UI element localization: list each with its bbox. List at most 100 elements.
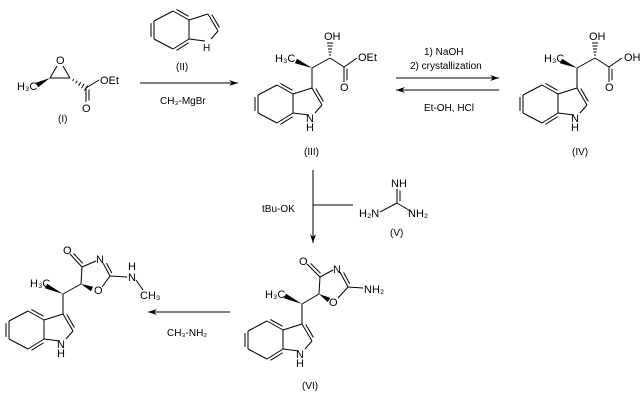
bond [276, 84, 294, 95]
atom-label: OH [589, 31, 606, 43]
atom-label: H₃C [275, 53, 295, 65]
bond [257, 84, 278, 96]
bond [608, 57, 623, 68]
bond [337, 286, 349, 299]
wedge-bond [283, 293, 302, 304]
wedge-bond [294, 58, 312, 68]
double-bond-line [31, 342, 44, 351]
double-bond-line [73, 253, 84, 264]
reagent-label-step2-line1: 1) NaOH [424, 47, 463, 58]
hashed-bond [327, 42, 333, 56]
bond [27, 338, 45, 350]
bond [81, 260, 97, 268]
bond [153, 10, 174, 22]
reagent-label-step2-line2: 2) crystallization [410, 61, 482, 72]
compound-label: (I) [58, 114, 67, 125]
bond [210, 30, 219, 40]
bond [109, 275, 128, 278]
compound-label: (IV) [572, 147, 588, 158]
bond [339, 271, 349, 288]
compound-vii: H₃C O N O N H CH₃ N H [30, 245, 160, 360]
bond [65, 330, 74, 340]
bond [396, 202, 413, 213]
reagent-label-step3: tBu-OK [262, 204, 295, 215]
atom-label: N [128, 272, 136, 284]
double-bond-line [31, 309, 44, 317]
atom-label: H₃C [265, 289, 285, 301]
bond [306, 263, 321, 278]
bond [319, 269, 334, 278]
bonds [5, 9, 623, 361]
atom-label: N [333, 264, 341, 276]
bond [207, 13, 219, 32]
bond [172, 38, 190, 50]
bond [266, 320, 284, 331]
double-bond-line [211, 14, 220, 28]
bond [188, 13, 209, 21]
bond [314, 104, 323, 114]
bond [304, 340, 313, 350]
atom-label: H₂N [359, 208, 379, 220]
atom-label: N [96, 254, 104, 266]
double-bond-line [315, 88, 324, 102]
bond [522, 112, 543, 124]
bond [257, 112, 278, 124]
bond [27, 310, 45, 321]
bond [8, 338, 29, 350]
atom-label: O [299, 256, 308, 268]
compound-label: (V) [390, 228, 403, 239]
bond [49, 65, 58, 79]
bond [576, 57, 596, 69]
arrow-head [396, 87, 405, 93]
bond [292, 112, 310, 116]
compound-ii: H (II) [176, 43, 210, 73]
compound-label: (VI) [302, 381, 318, 392]
atom-label: NH₂ [364, 284, 384, 296]
arrow-head [229, 80, 238, 86]
atom-label: H [203, 43, 210, 54]
bond [135, 279, 144, 291]
atom-label: H [57, 348, 65, 360]
atom-label: N [306, 113, 314, 125]
bond [80, 266, 83, 285]
wedge-bond [44, 283, 63, 294]
wedge-bond [319, 294, 331, 303]
bond [576, 87, 588, 106]
bond [579, 104, 588, 114]
bond [329, 57, 345, 68]
bond [594, 57, 610, 68]
double-bond-line [270, 319, 283, 327]
atom-label: H [571, 122, 579, 134]
hashed-bond [72, 78, 89, 91]
atom-label: OH [324, 31, 341, 43]
bond [247, 320, 268, 332]
double-bond-line [310, 263, 321, 274]
bond [62, 283, 82, 295]
double-bond-line [580, 88, 589, 102]
atom-label: N [571, 113, 579, 125]
double-bond-line [545, 83, 558, 91]
compound-iii: H₃C OH O OEt N H (III) [275, 31, 377, 158]
bond [282, 323, 303, 331]
atom-label: CH₃ [140, 290, 160, 302]
bond [43, 313, 64, 321]
atom-label: NH [391, 178, 407, 190]
bond [282, 348, 300, 352]
atom-label: H₃C [544, 53, 564, 65]
bond [522, 84, 543, 96]
bond [62, 313, 74, 332]
atom-label: OH [624, 52, 641, 64]
bond [379, 202, 398, 213]
atom-label: NH₂ [408, 208, 428, 220]
wedge-bond [81, 284, 94, 292]
bond [541, 112, 559, 124]
double-bond-line [106, 262, 113, 274]
atom-label: O [605, 82, 614, 94]
bond [276, 112, 294, 124]
atom-label: H [306, 122, 314, 134]
atom-label: OEt [100, 75, 119, 87]
bond [69, 253, 83, 268]
atom-label: N [57, 339, 65, 351]
arrow-head [148, 309, 157, 315]
